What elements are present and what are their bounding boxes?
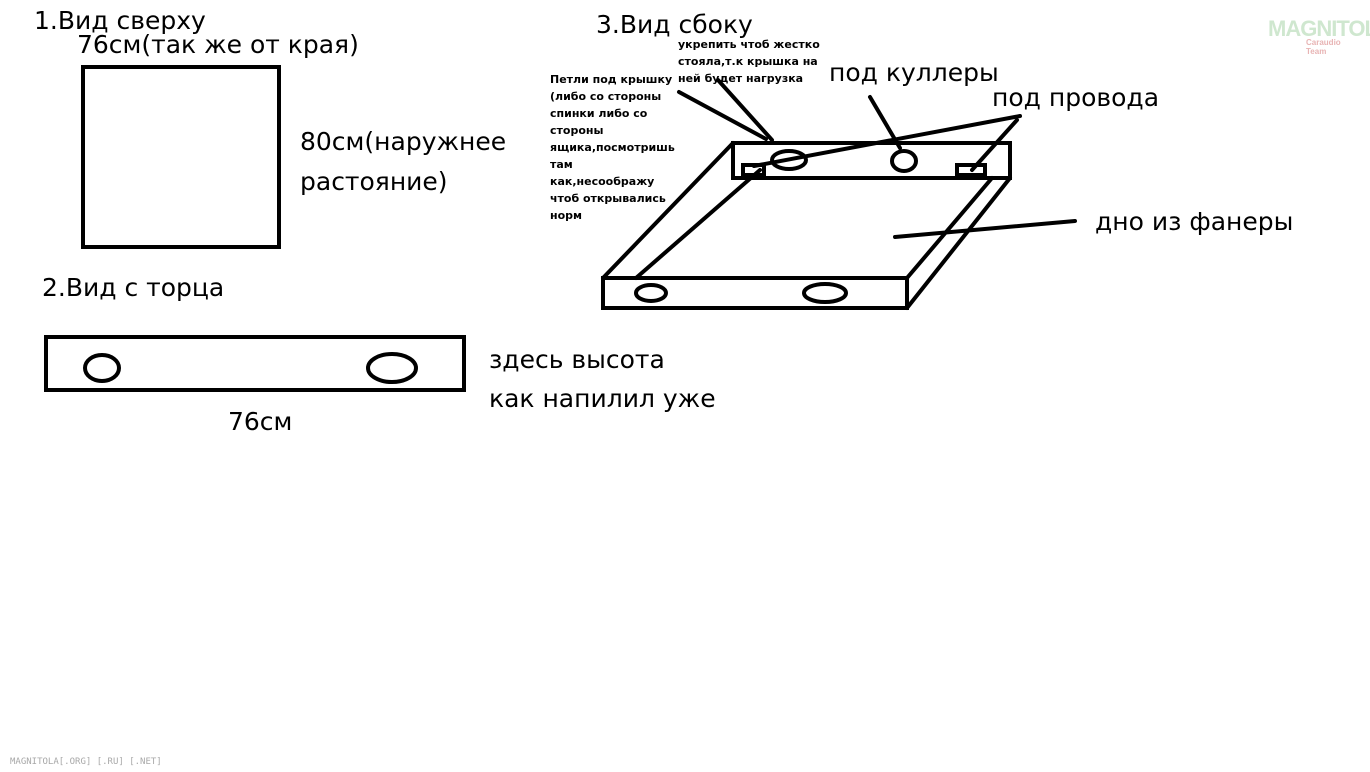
hinges-note: Петли под крышку (либо со стороны спинки… bbox=[550, 73, 675, 222]
bottom-label: дно из фанеры bbox=[1095, 207, 1294, 236]
footer-watermark: MAGNITOLA[.ORG] [.RU] [.NET] bbox=[10, 757, 162, 767]
coolers-label: под куллеры bbox=[829, 58, 999, 87]
magnitola-logo: MAGNITOLA Caraudio Team bbox=[1266, 16, 1370, 56]
reinforce-pointer-b bbox=[677, 90, 768, 141]
wires-pointer-b bbox=[970, 118, 1019, 172]
box-left-outer-edge bbox=[601, 141, 735, 280]
top-view-height-label-line2: растояние) bbox=[300, 167, 448, 196]
end-view-height-note-line1: здесь высота bbox=[489, 345, 665, 374]
logo-subtext: Caraudio Team bbox=[1306, 38, 1341, 56]
box-front-panel bbox=[601, 276, 909, 310]
wires-pointer-a bbox=[752, 114, 1022, 168]
box-back-wire-slot-right bbox=[955, 163, 987, 177]
side-view-title: 3.Вид сбоку bbox=[596, 10, 753, 39]
end-view-height-note-line2: как напилил уже bbox=[489, 384, 716, 413]
end-view-hole-left bbox=[83, 353, 121, 383]
top-view-square bbox=[81, 65, 281, 249]
box-right-inner-edge bbox=[905, 176, 994, 280]
box-right-outer-edge bbox=[905, 176, 1012, 310]
logo-text: MAGNITOLA bbox=[1268, 16, 1370, 41]
end-view-hole-right bbox=[366, 352, 418, 384]
top-view-width-label: 76см(так же от края) bbox=[77, 30, 359, 59]
box-front-hole-right bbox=[802, 282, 848, 304]
box-back-hole-left bbox=[770, 149, 808, 171]
reinforce-note: укрепить чтоб жестко стояла,т.к крышка н… bbox=[678, 38, 820, 85]
reinforce-pointer-a bbox=[716, 78, 774, 142]
pointer-lines bbox=[677, 78, 1077, 239]
box-back-hole-right bbox=[890, 149, 918, 173]
box-3d-outline bbox=[601, 141, 1012, 310]
end-view-rectangle bbox=[44, 335, 466, 392]
bottom-pointer bbox=[893, 219, 1077, 239]
end-view-title: 2.Вид с торца bbox=[42, 273, 225, 302]
box-left-inner-edge bbox=[634, 168, 762, 280]
box-front-hole-left bbox=[634, 283, 668, 303]
end-view-length-label: 76см bbox=[228, 407, 293, 436]
wires-label: под провода bbox=[992, 83, 1160, 112]
top-view-height-label-line1: 80см(наружнее bbox=[300, 127, 507, 156]
top-view-title: 1.Вид сверху bbox=[34, 6, 206, 35]
